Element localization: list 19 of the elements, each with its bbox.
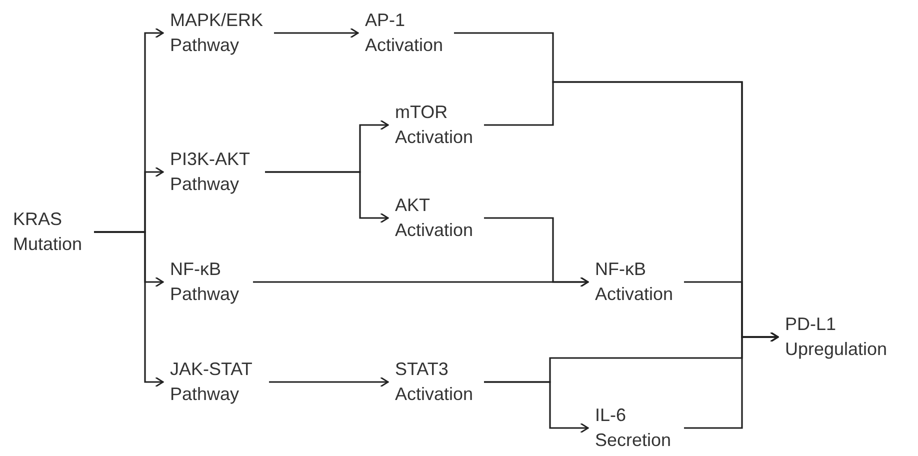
node-label: STAT3 Activation: [388, 357, 484, 407]
arrow: [269, 376, 389, 388]
arrow: [484, 381, 589, 434]
node-label: JAK-STAT Pathway: [163, 357, 269, 407]
arrow: [274, 28, 359, 38]
node-label: AKT Activation: [388, 193, 484, 243]
arrow: [684, 332, 779, 429]
arrow: [94, 231, 164, 388]
node-label: AP-1 Activation: [358, 8, 454, 58]
arrow: [265, 171, 389, 224]
node-label: MAPK/ERK Pathway: [163, 8, 274, 58]
node-label: IL-6 Secretion: [588, 403, 684, 453]
node-label: mTOR Activation: [388, 100, 484, 150]
node-label: NF-κB Activation: [588, 257, 684, 307]
node-label: KRAS Mutation: [6, 207, 94, 257]
node-label: NF-κB Pathway: [163, 257, 253, 307]
node-label: PI3K-AKT Pathway: [163, 147, 265, 197]
node-label: PD-L1 Upregulation: [778, 312, 900, 362]
arrow: [253, 276, 589, 288]
